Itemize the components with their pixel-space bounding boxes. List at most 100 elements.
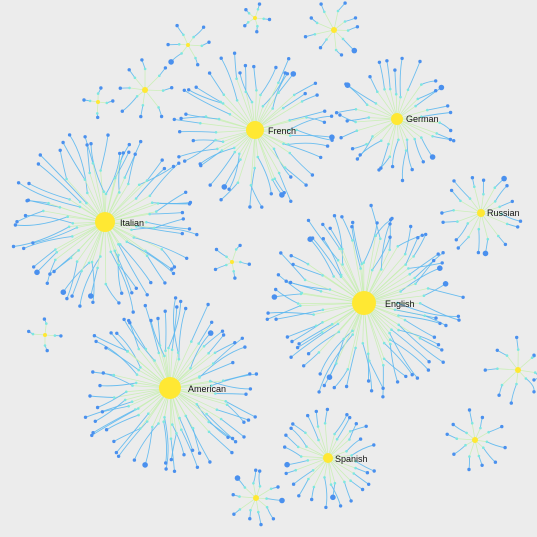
leaf-node — [351, 220, 355, 225]
leaf-node — [58, 148, 62, 152]
link-edge — [110, 251, 134, 313]
intermediate-node — [319, 290, 323, 293]
intermediate-node — [207, 430, 211, 434]
intermediate-node — [83, 178, 87, 181]
intermediate-node — [147, 412, 150, 416]
intermediate-node — [200, 44, 204, 48]
link-edge — [288, 115, 332, 131]
intermediate-node — [342, 337, 346, 341]
intermediate-node — [500, 212, 503, 216]
link-edge — [105, 153, 121, 195]
intermediate-node — [329, 483, 333, 486]
intermediate-node — [388, 331, 391, 335]
intermediate-node — [86, 191, 89, 195]
leaf-node — [127, 142, 131, 147]
leaf-node — [420, 233, 424, 237]
leaf-node — [332, 214, 337, 218]
link-edge — [113, 428, 141, 442]
intermediate-node — [482, 446, 485, 450]
link-edge — [292, 263, 323, 276]
intermediate-node — [75, 260, 79, 263]
intermediate-node — [277, 91, 280, 94]
intermediate-node — [405, 138, 409, 142]
leaf-node — [385, 59, 389, 63]
hub-label-italian: Italian — [120, 218, 144, 228]
intermediate-node — [300, 291, 304, 295]
leaf-node — [400, 178, 405, 183]
intermediate-node — [289, 134, 292, 137]
link-edge — [15, 216, 68, 226]
leaf-node — [13, 223, 18, 227]
leaf-node — [303, 35, 308, 39]
leaf-node — [274, 65, 278, 70]
leaf-node — [172, 469, 177, 473]
intermediate-node — [330, 322, 334, 326]
leaf-node — [445, 432, 449, 436]
link-edge — [49, 257, 72, 275]
leaf-node — [247, 262, 251, 266]
leaf-node — [238, 243, 242, 248]
link-edge — [199, 362, 233, 377]
intermediate-node — [393, 308, 397, 312]
leaf-node — [321, 222, 325, 227]
leaf-node — [451, 422, 455, 427]
link-edge — [284, 167, 307, 186]
link-edge — [323, 11, 335, 31]
intermediate-node — [133, 408, 137, 411]
intermediate-node — [374, 234, 378, 237]
leaf-node — [309, 16, 313, 20]
intermediate-node — [162, 420, 165, 424]
leaf-node — [233, 276, 237, 280]
hub-label-spanish: Spanish — [335, 454, 368, 464]
link-edge — [309, 238, 335, 277]
link-edge — [144, 89, 159, 108]
leaf-node — [434, 89, 438, 93]
leaf-node — [116, 454, 121, 458]
intermediate-node — [407, 267, 410, 270]
leaf-node — [501, 175, 507, 182]
intermediate-node — [354, 120, 357, 124]
intermediate-node — [354, 346, 357, 350]
intermediate-node — [333, 432, 336, 436]
leaf-node — [340, 215, 344, 219]
cluster-hub-node — [515, 367, 521, 373]
intermediate-node — [67, 225, 71, 229]
link-edge — [85, 401, 133, 418]
leaf-node — [350, 147, 355, 151]
link-edge — [228, 153, 240, 190]
leaf-node — [481, 178, 486, 182]
link-edge — [234, 53, 238, 79]
link-edge — [97, 391, 127, 408]
link-edge — [389, 339, 429, 371]
link-edge — [352, 222, 363, 265]
leaf-node — [207, 330, 214, 336]
link-edge — [397, 234, 423, 247]
intermediate-node — [211, 362, 215, 365]
intermediate-node — [408, 272, 412, 276]
leaf-node — [424, 232, 428, 237]
intermediate-node — [194, 56, 197, 60]
leaf-node — [240, 336, 244, 340]
leaf-node — [60, 289, 67, 296]
intermediate-node — [403, 318, 407, 322]
leaf-node — [291, 422, 295, 426]
leaf-node — [454, 238, 458, 242]
leaf-node — [171, 164, 176, 169]
intermediate-node — [323, 422, 327, 425]
intermediate-node — [336, 9, 340, 13]
hub-label-russian: Russian — [487, 208, 520, 218]
intermediate-node — [435, 132, 439, 135]
link-edge — [380, 143, 389, 169]
intermediate-node — [153, 359, 156, 362]
intermediate-node — [412, 255, 415, 258]
leaf-node — [171, 271, 176, 276]
intermediate-node — [180, 52, 183, 55]
leaf-node — [207, 40, 211, 44]
intermediate-node — [265, 505, 269, 509]
intermediate-node — [339, 273, 343, 277]
link-edge — [195, 86, 221, 103]
intermediate-node — [113, 176, 117, 180]
link-edge — [209, 72, 225, 95]
leaf-node — [476, 250, 481, 255]
leaf-node — [285, 72, 290, 76]
